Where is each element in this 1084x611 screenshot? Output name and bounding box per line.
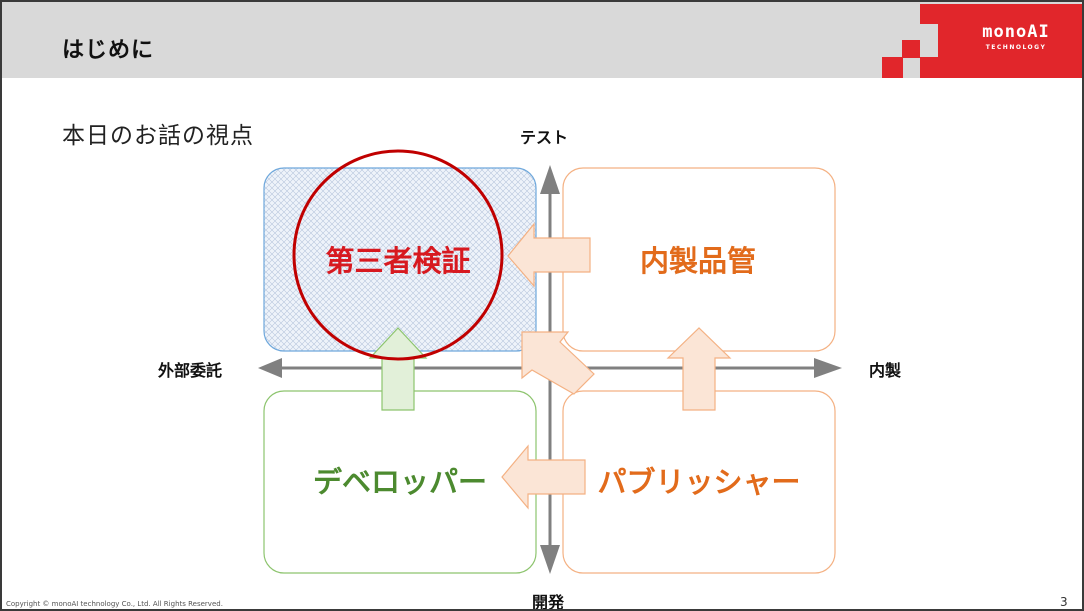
logo-tagline: TECHNOLOGY [985,44,1047,51]
quadrant-label-inhouse-qa: 内製品管 [639,244,756,278]
axis-label-left: 外部委託 [158,361,223,380]
logo-wordmark: monoAI [982,22,1050,42]
arrow-inhouse-qa-to-third-party [507,222,591,288]
axis-arrow-down [540,545,560,574]
axis-arrow-left [258,358,282,378]
axis-arrow-up [540,165,560,194]
arrow-publisher-up [666,327,732,411]
arrow-diagonal-up-left [521,331,595,395]
quadrant-label-third-party-verification: 第三者検証 [325,244,471,278]
highlight-circle [292,149,504,361]
axis-label-right: 内製 [869,361,902,380]
axis-label-top: テスト [520,128,569,147]
quadrant-label-publisher: パブリッシャー [597,465,801,499]
axis-arrow-right [814,358,842,378]
quadrant-label-developer: デベロッパー [312,465,487,499]
arrow-publisher-to-developer [501,444,586,510]
page-number: 3 [1060,595,1068,609]
page-title: はじめに [62,38,155,63]
slide-subtitle: 本日のお話の視点 [62,123,254,149]
footer-copyright: Copyright © monoAI technology Co., Ltd. … [6,600,223,608]
axis-label-bottom: 開発 [532,593,565,611]
